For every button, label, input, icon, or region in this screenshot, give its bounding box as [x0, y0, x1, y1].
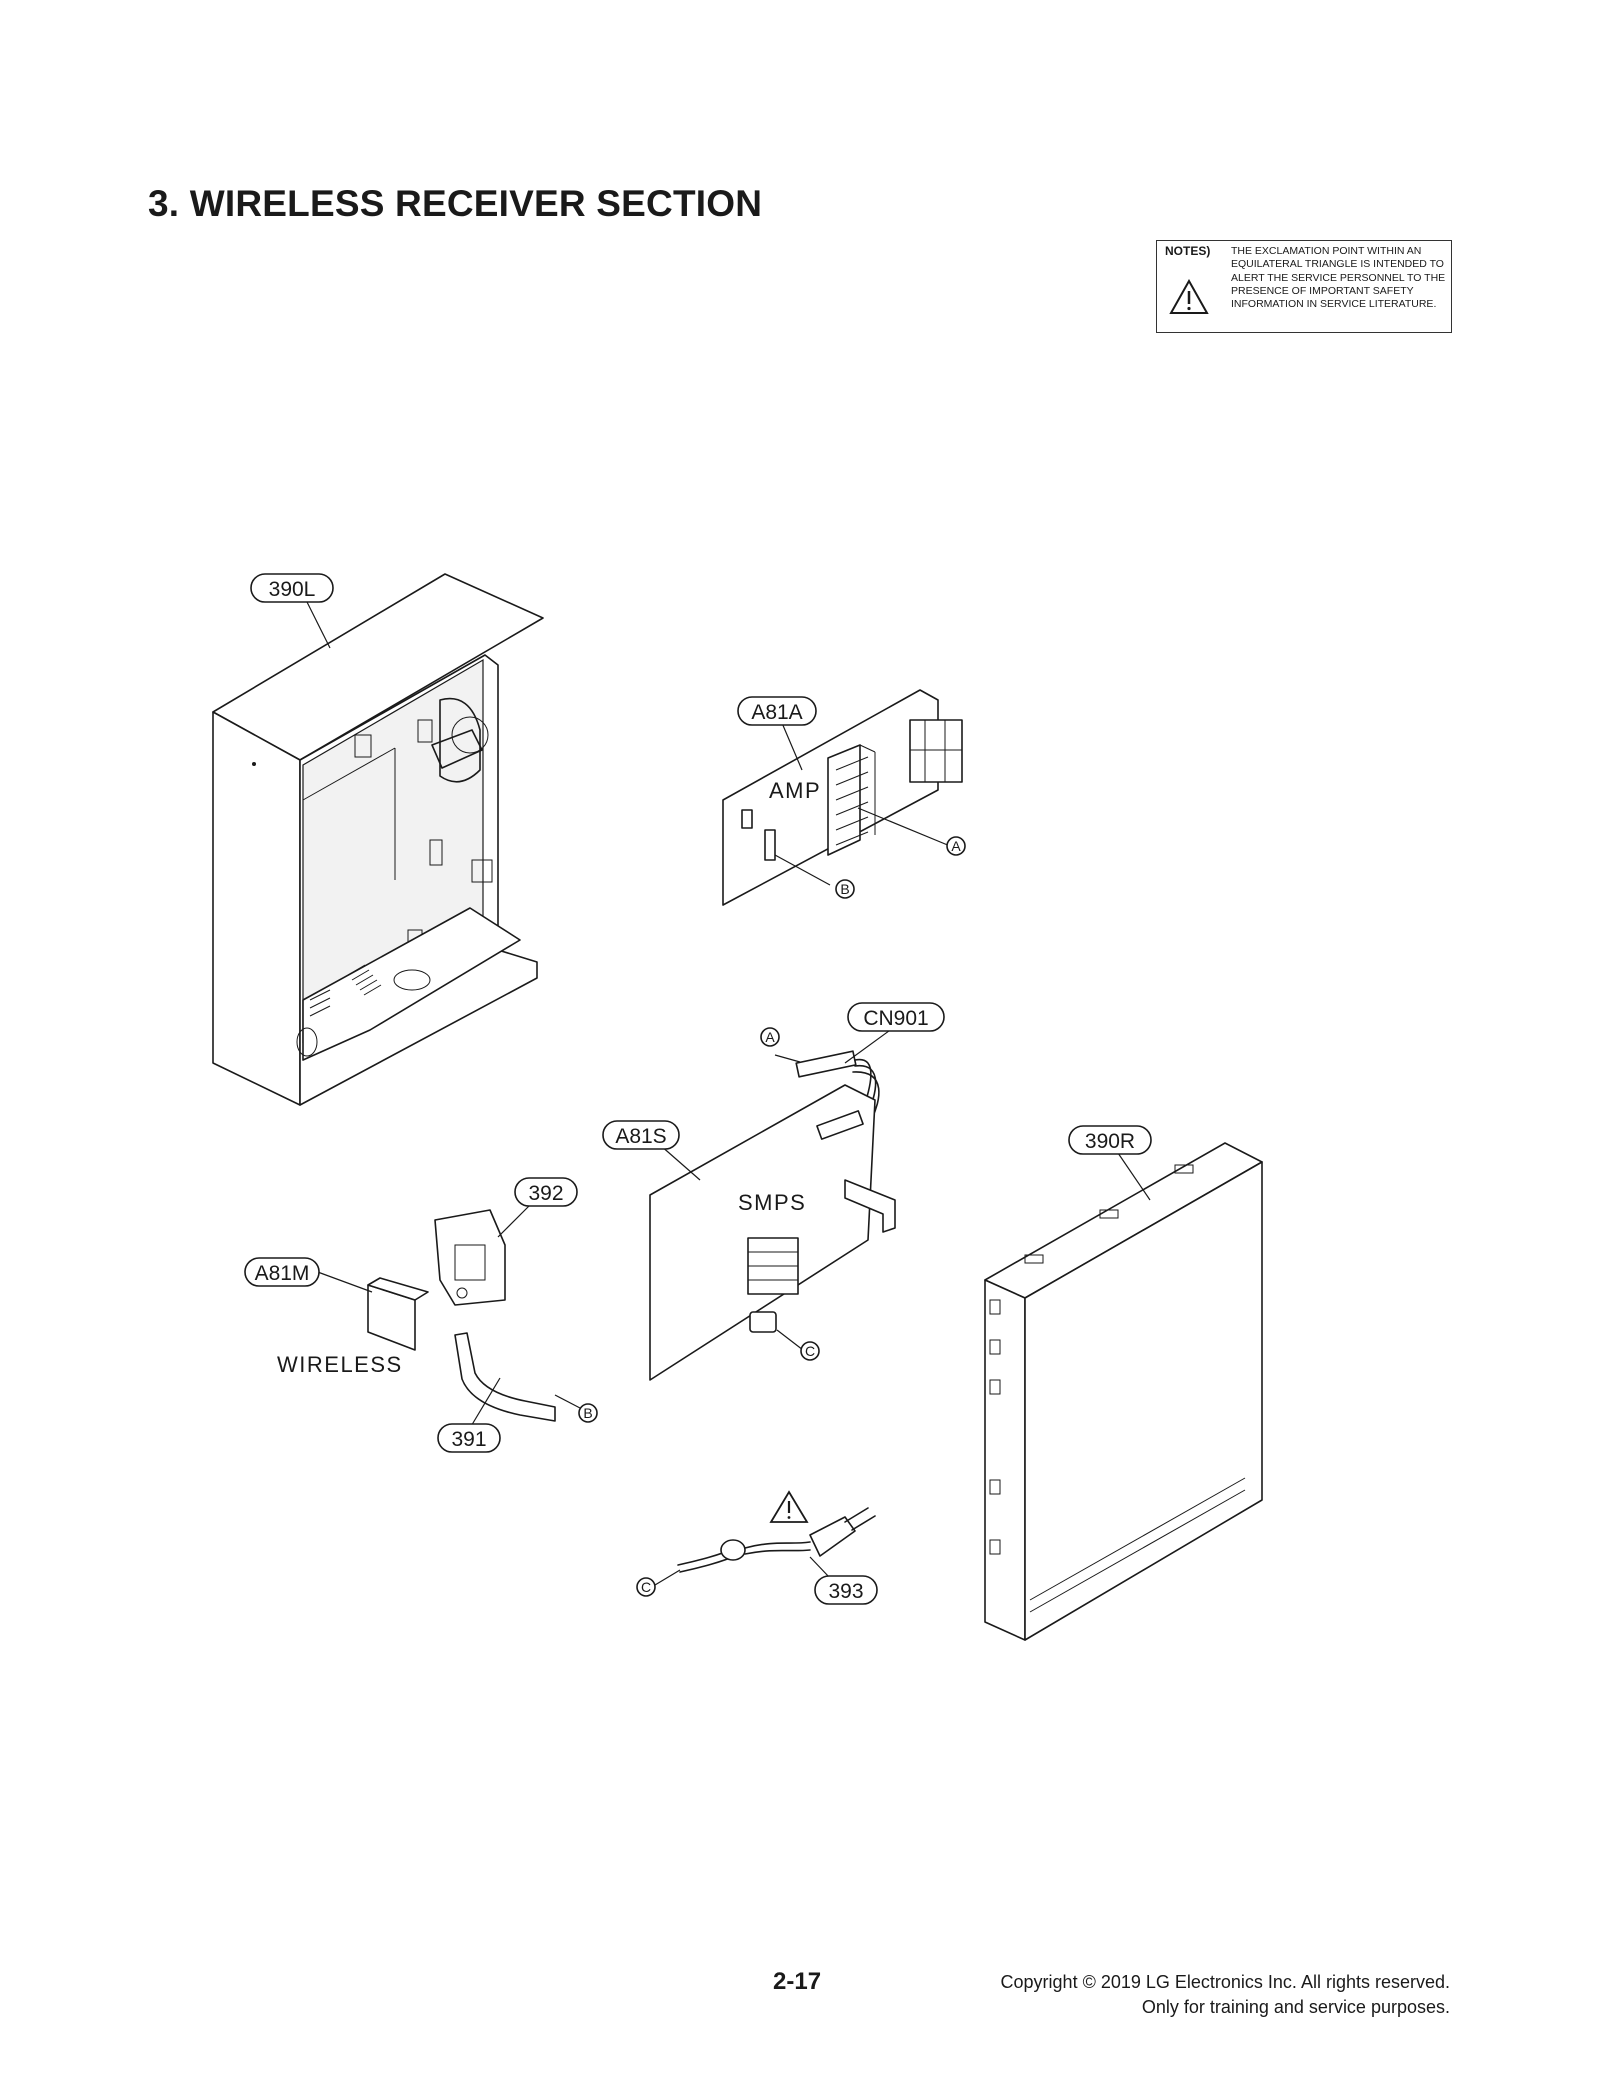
part-393-power-cord — [677, 1490, 876, 1573]
safety-notes-box: NOTES) THE EXCLAMATION POINT WITHIN AN E… — [1156, 240, 1452, 333]
ref-C-smps: C — [800, 1341, 820, 1361]
part-390R-right-cabinet — [984, 1142, 1263, 1641]
ref-B-cable: B — [578, 1403, 598, 1423]
ref-B-amp: B — [835, 879, 855, 899]
label-390L: 390L — [250, 573, 334, 603]
smps-board-text: SMPS — [738, 1190, 806, 1215]
leader-lines — [304, 597, 1151, 1586]
label-391: 391 — [437, 1423, 501, 1453]
svg-text:C: C — [641, 1579, 651, 1595]
svg-text:393: 393 — [828, 1580, 863, 1603]
page-title: 3. WIRELESS RECEIVER SECTION — [148, 183, 763, 224]
amp-speaker-terminals — [909, 719, 963, 783]
part-A81A-amp-board — [722, 689, 963, 906]
svg-text:390R: 390R — [1085, 1130, 1135, 1153]
amp-board-text: AMP — [769, 778, 821, 803]
svg-text:390L: 390L — [269, 578, 316, 601]
svg-text:A81A: A81A — [751, 701, 802, 724]
svg-text:B: B — [583, 1405, 592, 1421]
part-392-bracket — [434, 1209, 506, 1306]
svg-text:C: C — [805, 1343, 815, 1359]
copyright-notice: Copyright © 2019 LG Electronics Inc. All… — [1001, 1970, 1450, 2020]
svg-text:A: A — [765, 1029, 775, 1045]
svg-text:A81S: A81S — [615, 1125, 666, 1148]
ref-C-cord: C — [636, 1577, 656, 1597]
label-A81M: A81M — [244, 1257, 320, 1287]
label-392: 392 — [514, 1177, 578, 1207]
svg-text:CN901: CN901 — [863, 1007, 928, 1030]
label-390R: 390R — [1068, 1125, 1152, 1155]
copyright-line-2: Only for training and service purposes. — [1141, 1997, 1450, 2017]
svg-text:392: 392 — [528, 1182, 563, 1205]
label-A81S: A81S — [602, 1120, 680, 1150]
wireless-module-text: WIRELESS — [277, 1352, 403, 1377]
part-A81M-wireless-module — [367, 1277, 429, 1351]
label-393: 393 — [814, 1575, 878, 1605]
svg-text:B: B — [840, 881, 849, 897]
warning-triangle-icon — [1169, 279, 1209, 314]
part-390L-left-cabinet — [212, 573, 544, 1106]
label-A81A: A81A — [737, 696, 817, 726]
ref-A-cn901: A — [760, 1027, 780, 1047]
notes-label: NOTES) — [1165, 244, 1211, 258]
svg-text:A: A — [951, 838, 961, 854]
amp-heatsink — [827, 744, 876, 856]
page-number: 2-17 — [773, 1968, 822, 1995]
svg-text:391: 391 — [451, 1428, 486, 1451]
part-A81S-smps-board — [649, 1084, 896, 1381]
warning-triangle-icon — [769, 1490, 809, 1523]
svg-text:A81M: A81M — [255, 1262, 310, 1285]
part-391-flat-cable — [454, 1332, 556, 1422]
copyright-line-1: Copyright © 2019 LG Electronics Inc. All… — [1000, 1972, 1450, 1992]
label-CN901: CN901 — [847, 1002, 945, 1032]
ref-A-amp: A — [946, 836, 966, 856]
notes-text: THE EXCLAMATION POINT WITHIN AN EQUILATE… — [1231, 245, 1446, 311]
